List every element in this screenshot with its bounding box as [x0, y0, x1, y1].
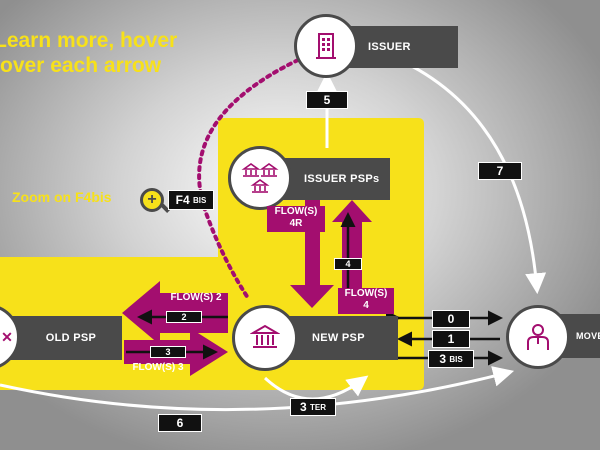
tag-7[interactable]: 7 [478, 162, 522, 180]
issuer-psps-label: ISSUER PSPs [304, 173, 380, 185]
tag-3bis-sub: BIS [449, 354, 463, 364]
tag-5[interactable]: 5 [306, 91, 348, 109]
zoom-badge[interactable]: F4 BIS [168, 190, 214, 210]
customer-circle[interactable] [506, 305, 570, 369]
arrow-6[interactable] [0, 366, 515, 412]
tag-4[interactable]: 4 [334, 258, 362, 270]
issuer-psps-circle[interactable] [228, 146, 292, 210]
issuer-circle[interactable] [294, 14, 358, 78]
tag-1[interactable]: 1 [432, 330, 470, 348]
banks-icon [241, 163, 279, 193]
zoom-label[interactable]: Zoom on F4bis [12, 189, 112, 205]
tag-2[interactable]: 2 [166, 311, 202, 323]
new-psp-label: NEW PSP [312, 332, 365, 344]
flow-4r-label[interactable]: FLOW(S) 4R [267, 206, 325, 232]
tag-3[interactable]: 3 [150, 346, 186, 358]
flow-4-arrow[interactable] [332, 200, 372, 312]
tag-0[interactable]: 0 [432, 310, 470, 328]
tag-3bis[interactable]: 3 BIS [428, 350, 474, 368]
customer-label: MOVE CUSTO [576, 331, 600, 341]
zoom-magnifier-icon[interactable]: + [140, 188, 164, 212]
zoom-badge-main: F4 [175, 193, 190, 207]
flow-4-label[interactable]: FLOW(S) 4 [338, 288, 394, 314]
tag-3bis-main: 3 [439, 352, 446, 366]
tag-3ter[interactable]: 3 TER [290, 398, 336, 416]
hover-hint: Learn more, hover over each arrow [0, 29, 178, 77]
person-icon [527, 324, 549, 350]
tag-3ter-sub: TER [310, 402, 327, 412]
zoom-badge-sub: BIS [193, 195, 207, 205]
flow-3-label[interactable]: FLOW(S) 3 [132, 362, 184, 373]
flow-4r-arrow[interactable] [290, 200, 334, 308]
tag-6[interactable]: 6 [158, 414, 202, 432]
old-psp-label: OLD PSP [45, 332, 97, 344]
flow-2-label[interactable]: FLOW(S) 2 [170, 292, 222, 303]
bank-icon [250, 324, 280, 348]
old-psp-box[interactable]: OLD PSP [0, 316, 122, 360]
old-psp-icon: ✕ [1, 328, 13, 345]
tag-3ter-main: 3 [299, 400, 307, 414]
new-psp-circle[interactable] [232, 305, 298, 371]
building-icon [316, 33, 336, 59]
issuer-label: ISSUER [368, 41, 411, 53]
